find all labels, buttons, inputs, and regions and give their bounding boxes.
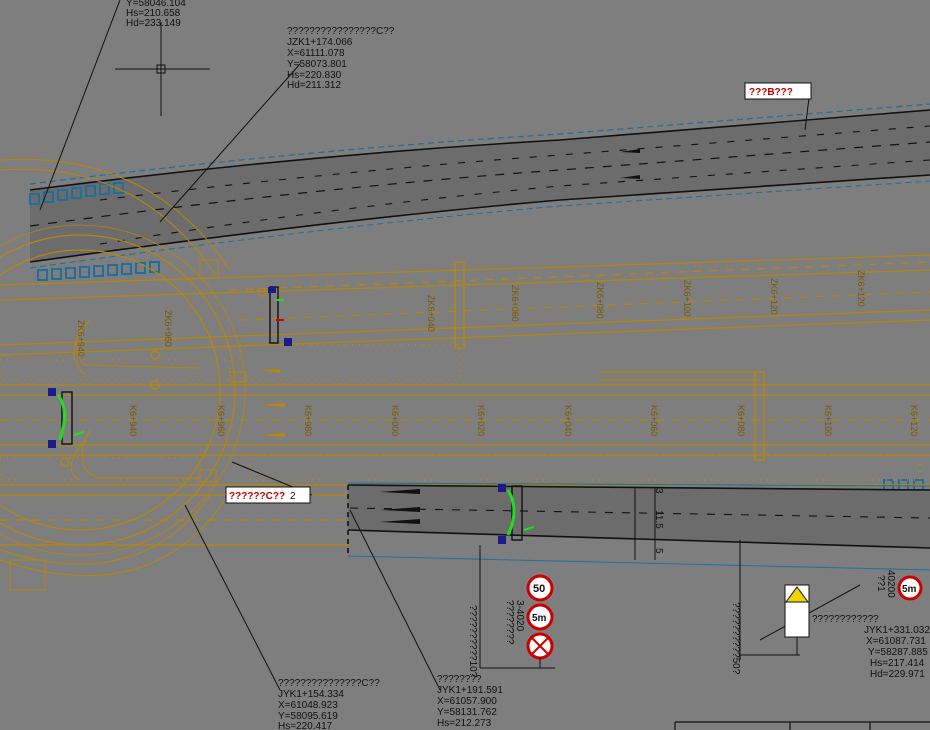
callout-top-right[interactable]: ???B???	[744, 82, 812, 100]
gantry-a	[268, 286, 292, 346]
station-label: K6+080	[736, 405, 746, 436]
svg-text:JYK1+154.334: JYK1+154.334	[278, 689, 344, 700]
svg-text:???????????????C??: ???????????????C??	[278, 678, 380, 689]
svg-text:X=61048.923: X=61048.923	[278, 700, 338, 711]
station-label: ZK6+120	[856, 270, 866, 307]
main-roads	[0, 158, 930, 591]
no-entry-sign	[479, 545, 555, 669]
svg-text:5m: 5m	[532, 613, 547, 624]
dimension-label: 11.5	[653, 510, 664, 529]
sign-note: ????????	[504, 600, 515, 645]
station-label: K6+100	[823, 405, 833, 436]
station-label: ZK6+120	[769, 278, 779, 315]
callout-text: ???B???	[749, 87, 793, 98]
gantry-c	[498, 484, 535, 544]
svg-text:Hs=217.414: Hs=217.414	[870, 658, 925, 669]
svg-text:Hd=233.149: Hd=233.149	[126, 18, 181, 29]
station-label: ZK6+960	[163, 310, 173, 347]
svg-text:Hd=211.312: Hd=211.312	[287, 80, 341, 91]
svg-text:Y=58046.104: Y=58046.104	[126, 0, 186, 9]
pole-note: ??????????50?	[730, 602, 741, 675]
svg-text:50: 50	[533, 583, 545, 595]
sign-note: 3-4020	[514, 600, 525, 632]
height-limit-sign: 5m	[526, 603, 554, 631]
station-label: ZK6+080	[595, 282, 605, 319]
annotation-upper-mid: ????????????????C?? JZK1+174.066 X=61111…	[287, 26, 395, 91]
svg-text:????????????: ????????????	[812, 614, 879, 625]
svg-text:JYK1+331.032: JYK1+331.032	[864, 625, 930, 636]
vertical-notes: ??????????10? ??????????50? 3-4020 ?????…	[467, 570, 896, 678]
svg-text:Y=58095.619: Y=58095.619	[278, 711, 338, 722]
main-road-arrows	[260, 369, 285, 437]
dimension-label: 5	[653, 548, 664, 554]
station-label: K6+000	[390, 405, 400, 436]
svg-text:X=61087.731: X=61087.731	[866, 636, 926, 647]
svg-text:JZK1+174.066: JZK1+174.066	[287, 37, 353, 48]
dimension-label: 3	[653, 488, 664, 494]
warning-sign-board	[740, 584, 810, 656]
sign-note: ??1	[875, 575, 886, 592]
station-label: ZK6+060	[510, 285, 520, 322]
svg-text:Hd=229.971: Hd=229.971	[870, 669, 925, 680]
callout-small-text: 2	[290, 491, 296, 502]
chainage-labels: ZK6+940 ZK6+960 ZK6+040 ZK6+060 ZK6+080 …	[76, 270, 919, 436]
blue-marker-row-top	[29, 182, 124, 205]
sign-note: 40200	[885, 570, 896, 598]
annotation-lower-right: ???????????? JYK1+331.032 X=61087.731 Y=…	[812, 614, 930, 680]
station-label: K6+120	[909, 405, 919, 436]
station-label: K6+040	[563, 405, 573, 436]
callout-lower-left[interactable]: ??????C?? 2	[225, 486, 311, 504]
svg-text:X=61057.900: X=61057.900	[437, 696, 497, 707]
station-label: ZK6+100	[682, 280, 692, 317]
pole-note: ??????????10?	[467, 605, 478, 678]
svg-text:X=61111.078: X=61111.078	[287, 48, 345, 59]
svg-text:Hs=220.830: Hs=220.830	[287, 70, 342, 81]
station-label: K6+940	[128, 405, 138, 436]
svg-text:Y=58073.801: Y=58073.801	[287, 59, 347, 70]
annotation-lower-left: ???????????????C?? JYK1+154.334 X=61048.…	[278, 678, 380, 730]
svg-text:Hs=212.273: Hs=212.273	[437, 718, 492, 729]
blue-marker-row-bottom	[37, 261, 160, 281]
right-height-sign: 5m	[897, 575, 923, 601]
callout-text: ??????C??	[229, 491, 285, 502]
annotation-top-left: Y=58046.104 Hs=210.658 Hd=233.149	[126, 0, 186, 29]
station-label: K6+980	[303, 405, 313, 436]
svg-text:JYK1+191.591: JYK1+191.591	[437, 685, 503, 696]
title-block-corner	[674, 721, 930, 730]
gantry-b	[48, 388, 85, 448]
svg-text:Y=58287.885: Y=58287.885	[868, 647, 928, 658]
svg-text:5m: 5m	[902, 584, 917, 595]
station-label: K6+020	[476, 405, 486, 436]
annotation-lower-mid: ???????? JYK1+191.591 X=61057.900 Y=5813…	[437, 674, 503, 729]
station-label: K6+960	[216, 405, 226, 436]
svg-text:????????: ????????	[437, 674, 482, 685]
svg-text:Hs=220.417: Hs=220.417	[278, 721, 333, 730]
svg-text:Hs=210.658: Hs=210.658	[126, 8, 181, 19]
lower-ramp	[347, 482, 930, 660]
station-label: ZK6+040	[426, 295, 436, 332]
svg-text:????????????????C??: ????????????????C??	[287, 26, 395, 37]
dimensions: 11.5 5 3	[653, 488, 664, 554]
upper-ramp	[29, 103, 930, 269]
station-label: ZK6+940	[76, 320, 86, 357]
svg-text:Y=58131.762: Y=58131.762	[437, 707, 497, 718]
speed-limit-sign: 50	[526, 574, 554, 602]
station-label: K6+060	[649, 405, 659, 436]
